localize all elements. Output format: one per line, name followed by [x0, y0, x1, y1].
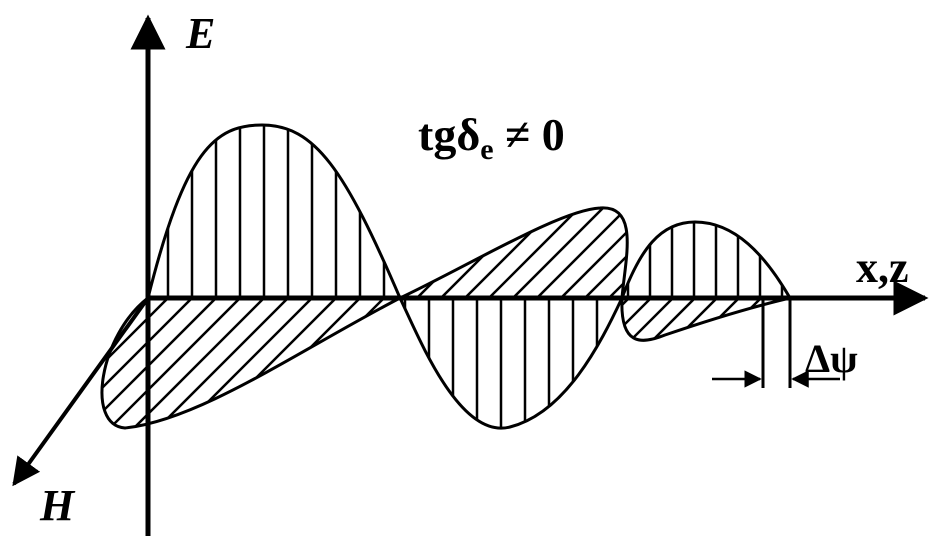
hatch-line	[101, 298, 153, 428]
h-axis-line	[12, 296, 150, 487]
hatch-line	[145, 298, 297, 428]
hatch-line	[361, 298, 400, 428]
hatch-line	[265, 298, 400, 428]
hatch-line	[217, 298, 369, 428]
x-axis-label: x,z	[856, 243, 909, 292]
phase-shift-label: Δψ	[805, 336, 858, 381]
hatch-line	[101, 298, 177, 428]
hatch-line	[101, 298, 201, 428]
hatch-line	[241, 298, 393, 428]
hatch-line	[169, 298, 321, 428]
phase-shift-marker	[712, 298, 840, 388]
hatch-line	[101, 298, 249, 428]
hatch-line	[414, 207, 516, 298]
hatch-line	[121, 298, 273, 428]
e-field-lobe-3	[620, 220, 792, 299]
hatch-line	[289, 298, 400, 428]
hatch-line	[462, 207, 564, 298]
hatch-line	[337, 298, 400, 428]
hatch-line	[101, 298, 105, 428]
hatch-line	[193, 298, 345, 428]
hatch-line	[582, 207, 628, 298]
hatch-line	[438, 207, 540, 298]
h-axis-label: H	[39, 481, 76, 530]
hatch-line	[400, 207, 420, 298]
hatch-line	[0, 290, 80, 440]
loss-tangent-label: tgδe ≠ 0	[418, 109, 565, 166]
hatch-line	[400, 207, 492, 298]
hatch-line	[558, 207, 628, 298]
hatch-line	[510, 207, 612, 298]
h-field-lobe-1	[0, 290, 401, 440]
hatch-line	[385, 298, 400, 428]
hatch-line	[313, 298, 400, 428]
e-field-lobe-2	[398, 297, 624, 430]
e-axis-label: E	[185, 9, 215, 58]
hatch-line	[486, 207, 588, 298]
hatch-line	[400, 207, 468, 298]
e-field-lobe-1	[146, 123, 402, 299]
hatch-line	[534, 207, 628, 298]
